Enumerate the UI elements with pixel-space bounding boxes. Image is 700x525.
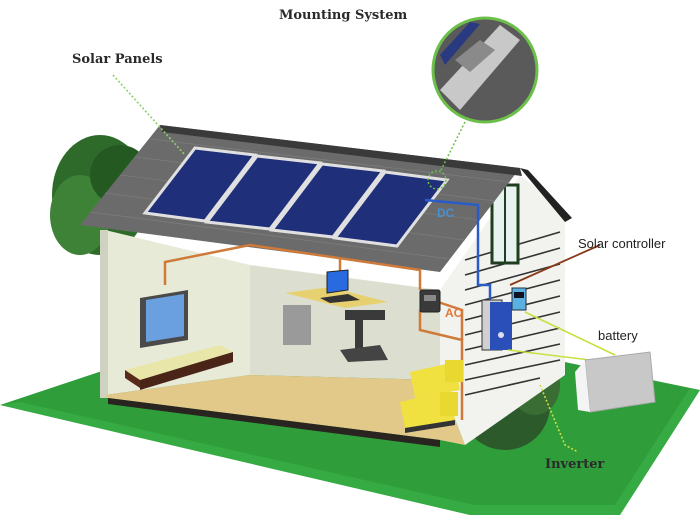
inverter-unit [481,299,512,351]
laptop [320,269,360,303]
tv [140,290,188,348]
inverter-leader [539,384,579,453]
ac-wire-main [163,243,422,290]
mounting-detail-marker [427,170,447,190]
battery-label: battery [598,328,638,343]
dc-wire [424,198,492,310]
solar-controller-unit [511,287,527,311]
dc-label: DC [437,206,455,220]
solar-panels-label: Solar Panels [72,52,163,67]
mounting-system-label: Mounting System [279,8,408,23]
ac-label: AC [445,306,463,320]
solar-controller-label: Solar controller [578,236,666,251]
desk [283,287,388,362]
floor [105,375,465,445]
solar-panels [142,146,450,248]
armchair-1 [410,360,463,398]
mounting-system-inset [431,16,539,124]
bench [125,345,233,390]
inverter-label: Inverter [545,457,605,472]
solar-panels-leader [112,74,186,156]
battery [575,351,656,413]
armchair-2 [400,390,458,433]
